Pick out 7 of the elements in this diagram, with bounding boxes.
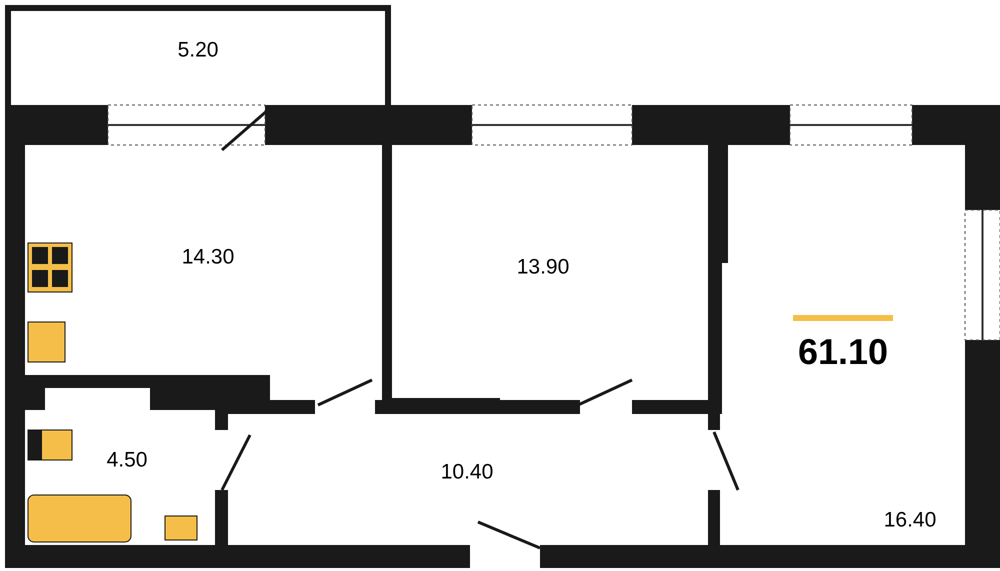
room-area-label: 14.30	[182, 244, 234, 270]
room-area-label: 5.20	[178, 37, 218, 64]
room-area-label: 10.40	[440, 459, 494, 486]
room-area-label: 16.40	[884, 507, 936, 534]
room-area-label: 4.50	[106, 447, 148, 474]
total-area-label: 61.10	[798, 330, 888, 374]
room-area-label: 13.90	[516, 254, 570, 280]
